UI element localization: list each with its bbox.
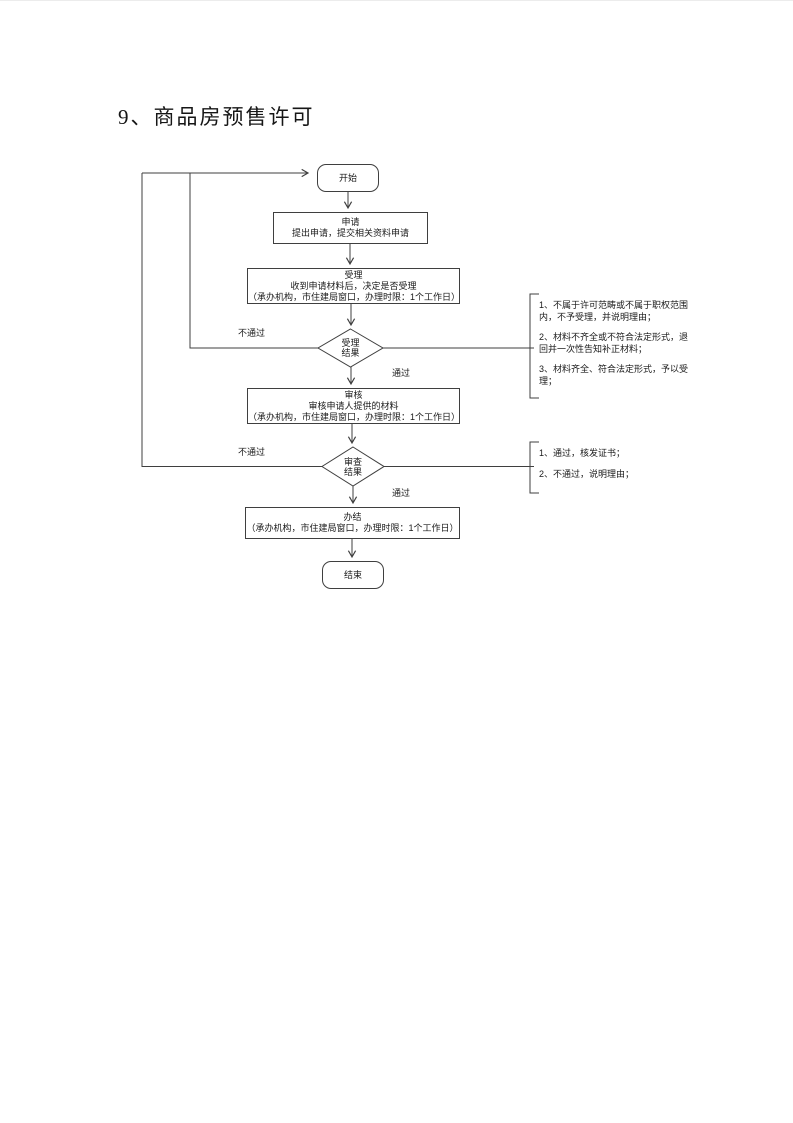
- review-annotation: 1、通过，核发证书； 2、不通过，说明理由；: [539, 448, 691, 480]
- review-note: （承办机构，市住建局窗口，办理时限：1个工作日）: [248, 411, 461, 422]
- accept-title: 受理: [344, 269, 363, 280]
- review-annotation-item: 2、不通过，说明理由；: [539, 468, 635, 479]
- accept-decision-label: 受理 结果: [341, 338, 360, 358]
- accept-desc: 收到申请材料后，决定是否受理: [290, 280, 417, 291]
- accept-annotation-item: 1、不属于许可范畴或不属于职权范围内，不予受理，并说明理由；: [539, 300, 689, 322]
- bracket-accept-note: [529, 293, 539, 399]
- review-decision-label: 审查 结果: [343, 456, 362, 477]
- review-fail-label: 不通过: [238, 447, 266, 457]
- page-title: 9、商品房预售许可: [118, 105, 315, 129]
- review-annotation-item: 1、通过，核发证书；: [539, 448, 626, 458]
- apply-title: 申请: [341, 217, 360, 227]
- bracket-review-note: [529, 441, 539, 494]
- review-pass-label: 通过: [392, 488, 411, 498]
- edge-fail1-loop: [189, 173, 318, 349]
- review-title: 审核: [344, 389, 363, 400]
- apply-desc: 提出申请，提交相关资料申请: [291, 228, 409, 238]
- complete-node: 办结 （承办机构，市住建局窗口，办理时限：1个工作日）: [245, 507, 460, 539]
- accept-annotation-item: 2、材料不齐全或不符合法定形式，退回并一次性告知补正材料；: [539, 332, 689, 354]
- apply-node: 申请 提出申请，提交相关资料申请: [273, 212, 428, 244]
- review-desc: 审核申请人提供的材料: [308, 400, 399, 411]
- review-node: 审核 审核申请人提供的材料 （承办机构，市住建局窗口，办理时限：1个工作日）: [247, 388, 460, 424]
- accept-note: （承办机构，市住建局窗口，办理时限：1个工作日）: [248, 291, 461, 302]
- start-node: 开始: [317, 164, 379, 192]
- complete-note: （承办机构，市住建局窗口，办理时限：1个工作日）: [246, 523, 459, 533]
- accept-annotation-item: 3、材料齐全、符合法定形式，予以受理；: [539, 364, 689, 386]
- start-label: 开始: [338, 172, 357, 183]
- accept-annotation: 1、不属于许可范畴或不属于职权范围内，不予受理，并说明理由； 2、材料不齐全或不…: [539, 300, 691, 387]
- end-node: 结束: [322, 561, 384, 589]
- accept-pass-label: 通过: [392, 368, 411, 378]
- complete-title: 办结: [343, 512, 362, 522]
- accept-node: 受理 收到申请材料后，决定是否受理 （承办机构，市住建局窗口，办理时限：1个工作…: [247, 268, 460, 304]
- accept-fail-label: 不通过: [238, 328, 266, 338]
- end-label: 结束: [343, 569, 362, 580]
